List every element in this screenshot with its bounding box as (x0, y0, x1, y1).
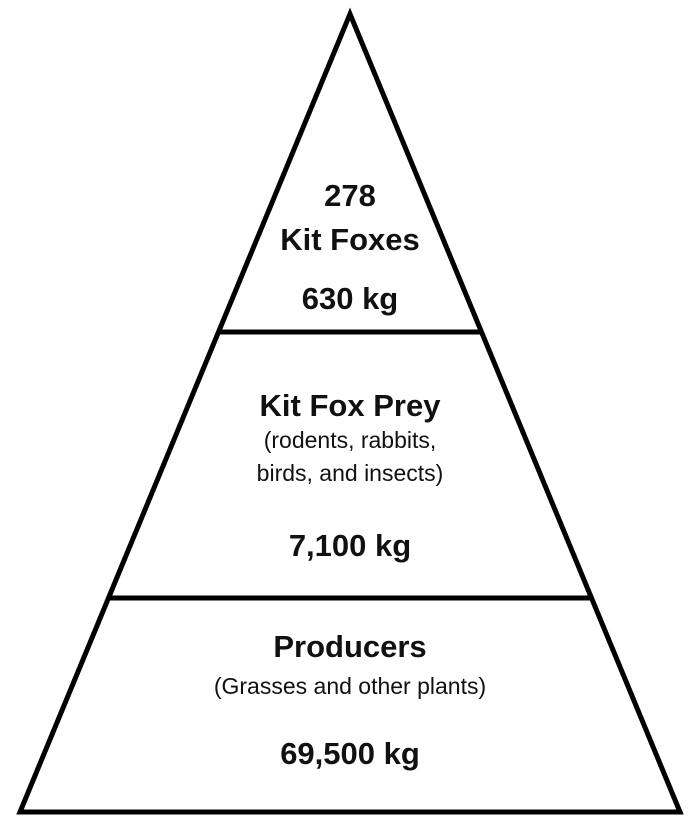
top-tier-name: Kit Foxes (280, 222, 420, 257)
middle-tier-detail-line1: (rodents, rabbits, (263, 427, 437, 453)
bottom-tier-detail: (Grasses and other plants) (213, 673, 487, 699)
middle-tier-name: Kit Fox Prey (259, 388, 441, 423)
pyramid-outline (16, 7, 684, 815)
middle-tier-mass: 7,100 kg (288, 528, 412, 563)
top-tier-mass: 630 kg (301, 281, 399, 316)
bottom-tier-mass: 69,500 kg (280, 736, 420, 771)
bottom-tier-name: Producers (273, 629, 427, 664)
middle-tier-detail-line2: birds, and insects) (256, 460, 444, 486)
top-tier-count: 278 (324, 178, 376, 213)
